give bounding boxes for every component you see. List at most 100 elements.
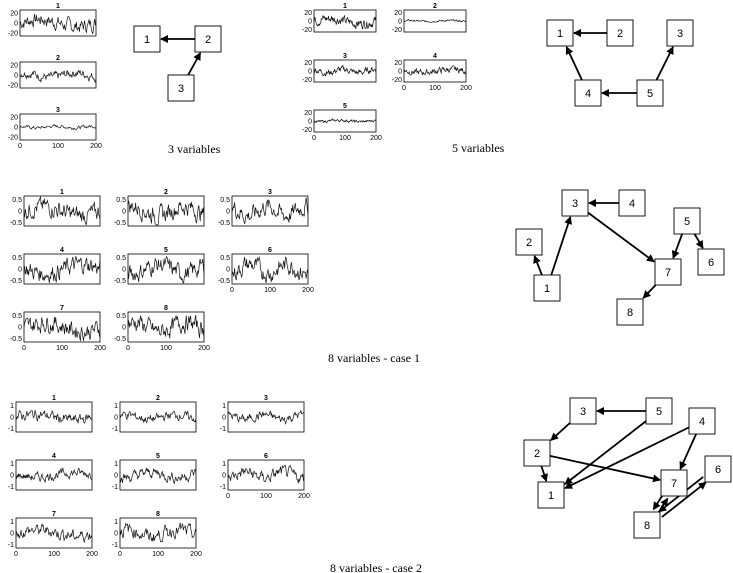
panel-title: 1 [343,3,347,10]
node-box [546,19,574,47]
x-tick-label: 100 [56,345,68,352]
graph-node-1: 1 [133,25,161,53]
node-box [515,228,543,256]
node-label: 3 [580,406,586,418]
panel-frame [227,401,305,433]
y-tick-label: 1 [114,461,118,468]
x-tick-label: 200 [298,493,310,500]
y-tick-label: 0.5 [220,197,230,204]
node-box [688,407,716,435]
y-tick-label: 20 [304,60,312,67]
graph-node-7: 7 [660,469,688,497]
edge-7-to-8 [652,493,664,511]
signal-trace [19,70,97,84]
node-label: 2 [534,448,540,460]
x-tick-label: 0 [230,287,234,294]
y-tick-label: 20 [10,63,18,70]
y-tick-label: -0.5 [10,278,22,285]
panel-frame [403,9,467,33]
y-tick-label: 0 [398,19,402,26]
y-tick-label: -0.5 [114,278,126,285]
graph-node-3: 3 [666,19,694,47]
panel-title: 8 [156,511,160,518]
graph-node-1: 1 [533,274,561,302]
node-box [636,79,664,107]
node-box [654,258,682,286]
x-tick-label: 0 [18,143,22,150]
y-tick-label: 0.5 [220,255,230,262]
node-label: 6 [708,257,714,269]
y-tick-label: -1 [8,426,14,433]
panel-frame [15,517,93,549]
panel-title: 1 [52,395,56,402]
y-tick-label: 0 [18,209,22,216]
node-label: 5 [656,406,662,418]
panel-title: 5 [156,453,160,460]
edge-1-to-2 [533,255,543,276]
x-tick-label: 200 [302,287,314,294]
node-box [194,25,222,53]
panel-frame [127,253,205,285]
y-tick-label: 0 [10,473,14,480]
y-tick-label: -20 [8,134,18,141]
graph-node-6: 6 [697,248,725,276]
signal-trace [403,19,467,23]
node-label: 8 [644,520,650,532]
panel-frame [23,253,101,285]
x-tick-label: 0 [14,551,18,558]
node-label: 6 [715,464,721,476]
y-tick-label: 0 [114,531,118,538]
y-tick-label: -1 [8,542,14,549]
node-box [666,19,694,47]
signal-trace [15,523,93,543]
graph-node-5: 5 [636,79,664,107]
x-tick-label: 100 [48,551,60,558]
x-tick-label: 100 [339,135,351,142]
x-tick-label: 100 [160,345,172,352]
y-tick-label: -0.5 [218,278,230,285]
y-tick-label: -0.5 [114,336,126,343]
plot-panel-case1-4: 40.50-0.5 [10,247,101,285]
y-tick-label: 0 [122,267,126,274]
panel-title: 5 [164,247,168,254]
signal-trace [23,195,101,226]
x-tick-label: 0 [226,493,230,500]
node-box [673,207,701,235]
node-label: 1 [144,34,150,46]
y-tick-label: -0.5 [218,220,230,227]
y-tick-label: 1 [222,403,226,410]
node-label: 2 [617,28,623,40]
panel-frame [119,459,197,491]
panel-frame [231,195,309,227]
y-tick-label: 1 [10,519,14,526]
signal-trace [127,255,205,284]
panel-title: 7 [60,305,64,312]
signal-trace [119,467,197,485]
y-tick-label: -0.5 [10,336,22,343]
y-tick-label: 1 [222,461,226,468]
y-tick-label: -20 [8,30,18,37]
y-tick-label: -20 [302,27,312,34]
y-tick-label: -1 [8,484,14,491]
node-box [660,469,688,497]
y-tick-label: 1 [114,403,118,410]
y-tick-label: 0.5 [12,313,22,320]
panel-title: 3 [264,395,268,402]
signal-trace [127,314,205,339]
edge-8-to-6 [661,481,707,518]
panel-title: 3 [56,107,60,114]
y-tick-label: 0 [14,21,18,28]
x-tick-label: 0 [118,551,122,558]
node-label: 1 [548,490,554,502]
signal-trace [313,64,377,77]
panel-frame [231,253,309,285]
plot-panel-case1-3: 30.50-0.5 [218,189,309,227]
node-label: 3 [572,198,578,210]
